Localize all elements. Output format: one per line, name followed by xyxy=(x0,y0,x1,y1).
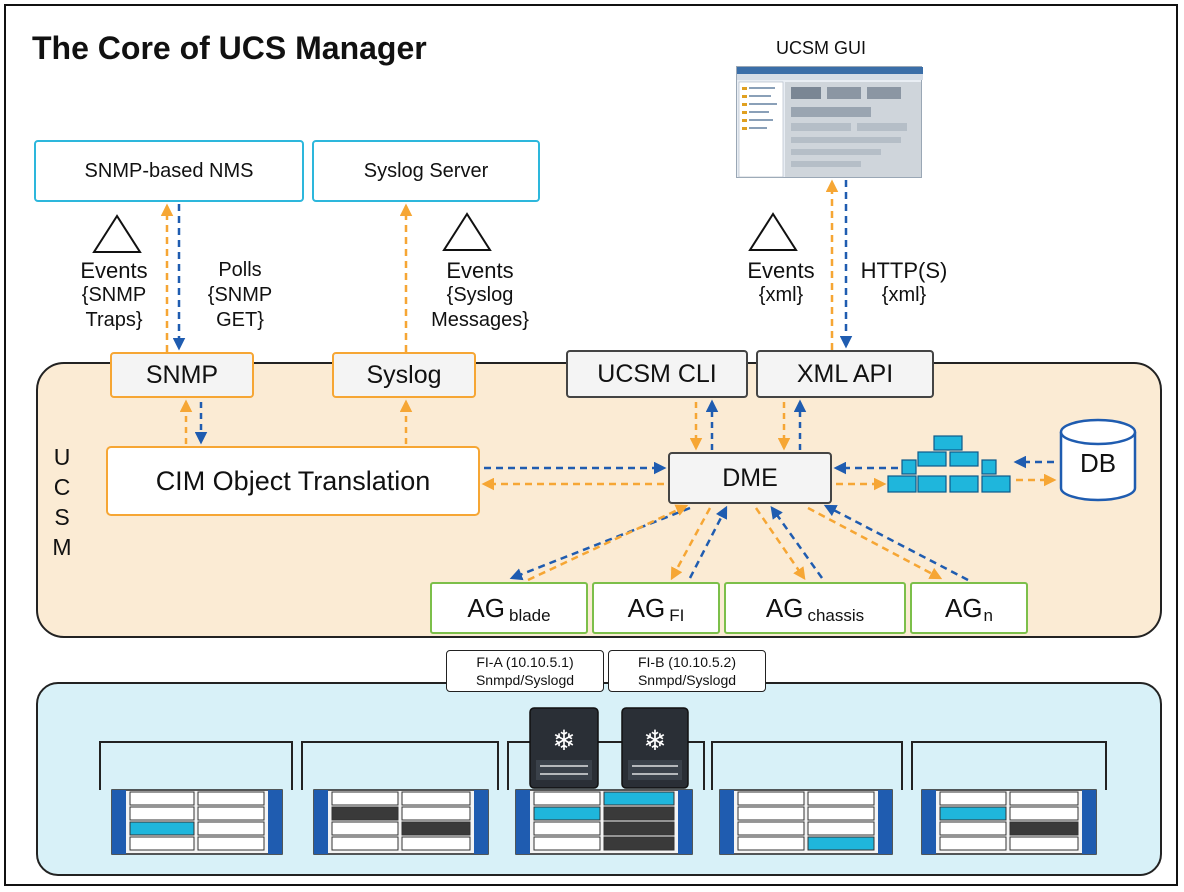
dme-ag-fi-arrow xyxy=(670,507,712,581)
snmp-interface-box: SNMP xyxy=(110,352,254,398)
syslog-events-note: Events {Syslog Messages} xyxy=(431,258,529,331)
ucsm-vertical-label: U C S M xyxy=(52,444,72,560)
xml-events-note: Events {xml} xyxy=(747,258,815,306)
svg-text:❄: ❄ xyxy=(552,724,575,757)
db-cylinder xyxy=(1058,418,1138,502)
diagram-frame xyxy=(4,4,1178,886)
blade-chassis-icon xyxy=(515,789,693,855)
object-tree-icon xyxy=(887,435,1011,493)
http-note: HTTP(S) {xml} xyxy=(860,258,948,306)
dme-box: DME xyxy=(668,452,832,504)
syslog-interface-box: Syslog xyxy=(332,352,476,398)
syslog-server-box: Syslog Server xyxy=(312,140,540,202)
xml-api-box: XML API xyxy=(756,350,934,398)
dme-ag-n-arrow xyxy=(807,506,943,580)
svg-text:❄: ❄ xyxy=(643,724,666,757)
blade-chassis-icon xyxy=(111,789,283,855)
fabric-interconnect-a-icon: ❄ xyxy=(529,707,599,789)
chassis-brackets xyxy=(99,741,1107,790)
ag-fi-dme-arrow xyxy=(688,505,728,579)
fabric-interconnect-b-icon: ❄ xyxy=(621,707,689,789)
blade-chassis-icon xyxy=(313,789,489,855)
ucsm-cli-box: UCSM CLI xyxy=(566,350,748,398)
ucsm-gui-label: UCSM GUI xyxy=(776,38,866,58)
triangle-icon xyxy=(748,212,798,251)
snmp-polls-note: Polls {SNMP GET} xyxy=(207,259,273,331)
triangle-icon xyxy=(92,214,142,253)
fi-b-label: FI-B (10.10.5.2)Snmpd/Syslogd xyxy=(608,650,766,692)
ag-blade-dme-arrow xyxy=(527,504,689,582)
ucsm-gui-screenshot xyxy=(736,66,923,178)
ag-n-dme-arrow xyxy=(823,504,969,582)
triangle-icon xyxy=(442,212,492,251)
cim-object-translation-box: CIM Object Translation xyxy=(106,446,480,516)
dme-ag-blade-arrow xyxy=(509,506,691,581)
page-title: The Core of UCS Manager xyxy=(32,30,427,66)
blade-chassis-icon xyxy=(921,789,1097,855)
snmp-events-note: Events {SNMP Traps} xyxy=(80,258,148,331)
db-label: DB xyxy=(1079,448,1117,478)
dme-ag-chassis-arrow xyxy=(754,507,806,581)
snmp-nms-box: SNMP-based NMS xyxy=(34,140,304,202)
blade-chassis-icon xyxy=(719,789,893,855)
ag-chassis-dme-arrow xyxy=(770,505,824,579)
fi-a-label: FI-A (10.10.5.1)Snmpd/Syslogd xyxy=(446,650,604,692)
